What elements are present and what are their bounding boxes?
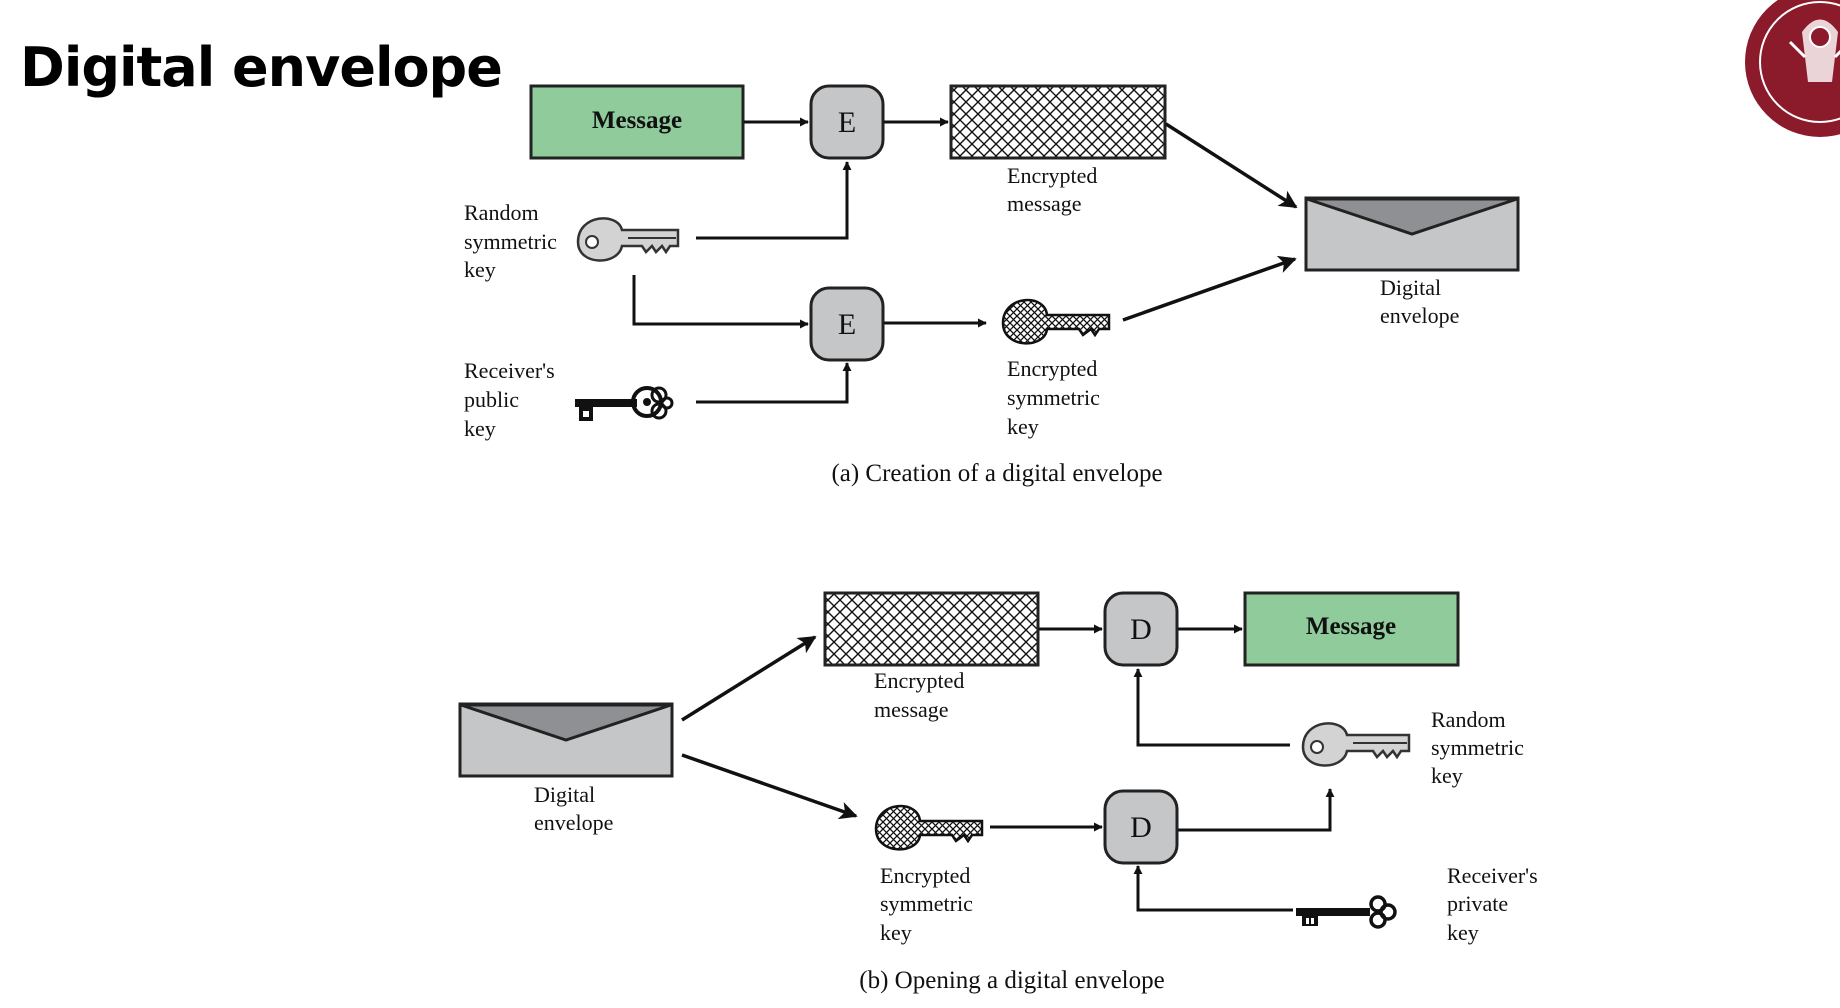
creation-caption: (a) Creation of a digital envelope xyxy=(831,460,1162,487)
private-key-label: Receiver's private key xyxy=(1447,863,1543,945)
decrypt-node-label: D xyxy=(1130,811,1152,844)
digital-envelope-label: Digital envelope xyxy=(534,782,613,835)
message-box xyxy=(529,84,745,160)
creation-diagram: Message E E Encrypted message Digital en… xyxy=(464,84,1520,487)
slide-title: Digital envelope xyxy=(20,36,503,99)
envelope-icon xyxy=(1304,196,1520,272)
message-box xyxy=(1243,591,1460,667)
public-key-label: Receiver's public key xyxy=(464,358,560,441)
symmetric-key-icon xyxy=(576,217,680,262)
encrypted-message-label: Encrypted message xyxy=(874,668,970,722)
encrypt-node-label: E xyxy=(838,308,856,341)
encrypted-key-icon xyxy=(874,804,984,851)
encrypted-message-label: Encrypted message xyxy=(1007,163,1103,216)
public-key-icon xyxy=(575,386,674,421)
flow-arrow xyxy=(696,161,852,240)
envelope-icon xyxy=(458,702,674,778)
random-key-label: Random symmetric key xyxy=(1431,707,1529,788)
encrypted-key-label: Encrypted symmetric key xyxy=(880,863,978,945)
encrypted-key-icon xyxy=(1001,298,1111,345)
symmetric-key-icon xyxy=(1301,722,1411,767)
flow-arrow xyxy=(1133,668,1290,747)
decrypt-node xyxy=(1103,591,1179,667)
encrypted-message-box xyxy=(823,591,1040,667)
flow-arrow xyxy=(681,635,817,722)
university-logo xyxy=(1745,0,1840,137)
decrypt-node xyxy=(1103,789,1179,865)
decrypt-node-label: D xyxy=(1130,613,1152,646)
encrypt-node xyxy=(809,84,885,160)
message-box-label: Message xyxy=(592,107,682,134)
flow-arrow xyxy=(1178,788,1335,832)
flow-arrow xyxy=(1165,122,1298,209)
flow-arrow xyxy=(681,753,858,820)
flow-arrow xyxy=(1133,865,1293,912)
digital-envelope-label: Digital envelope xyxy=(1380,275,1459,328)
encrypted-key-label: Encrypted symmetric key xyxy=(1007,356,1105,439)
encrypt-node-label: E xyxy=(838,106,856,139)
opening-diagram: Digital envelope Encrypted message D D M… xyxy=(458,591,1543,994)
opening-caption: (b) Opening a digital envelope xyxy=(859,967,1164,994)
private-key-icon xyxy=(1296,895,1397,929)
encrypted-message-box xyxy=(949,84,1167,160)
random-key-label: Random symmetric key xyxy=(464,200,562,282)
encrypt-node xyxy=(809,286,885,362)
flow-arrow xyxy=(632,275,809,329)
flow-arrow xyxy=(1122,255,1297,322)
message-box-label: Message xyxy=(1306,613,1396,640)
flow-arrow xyxy=(696,362,852,404)
